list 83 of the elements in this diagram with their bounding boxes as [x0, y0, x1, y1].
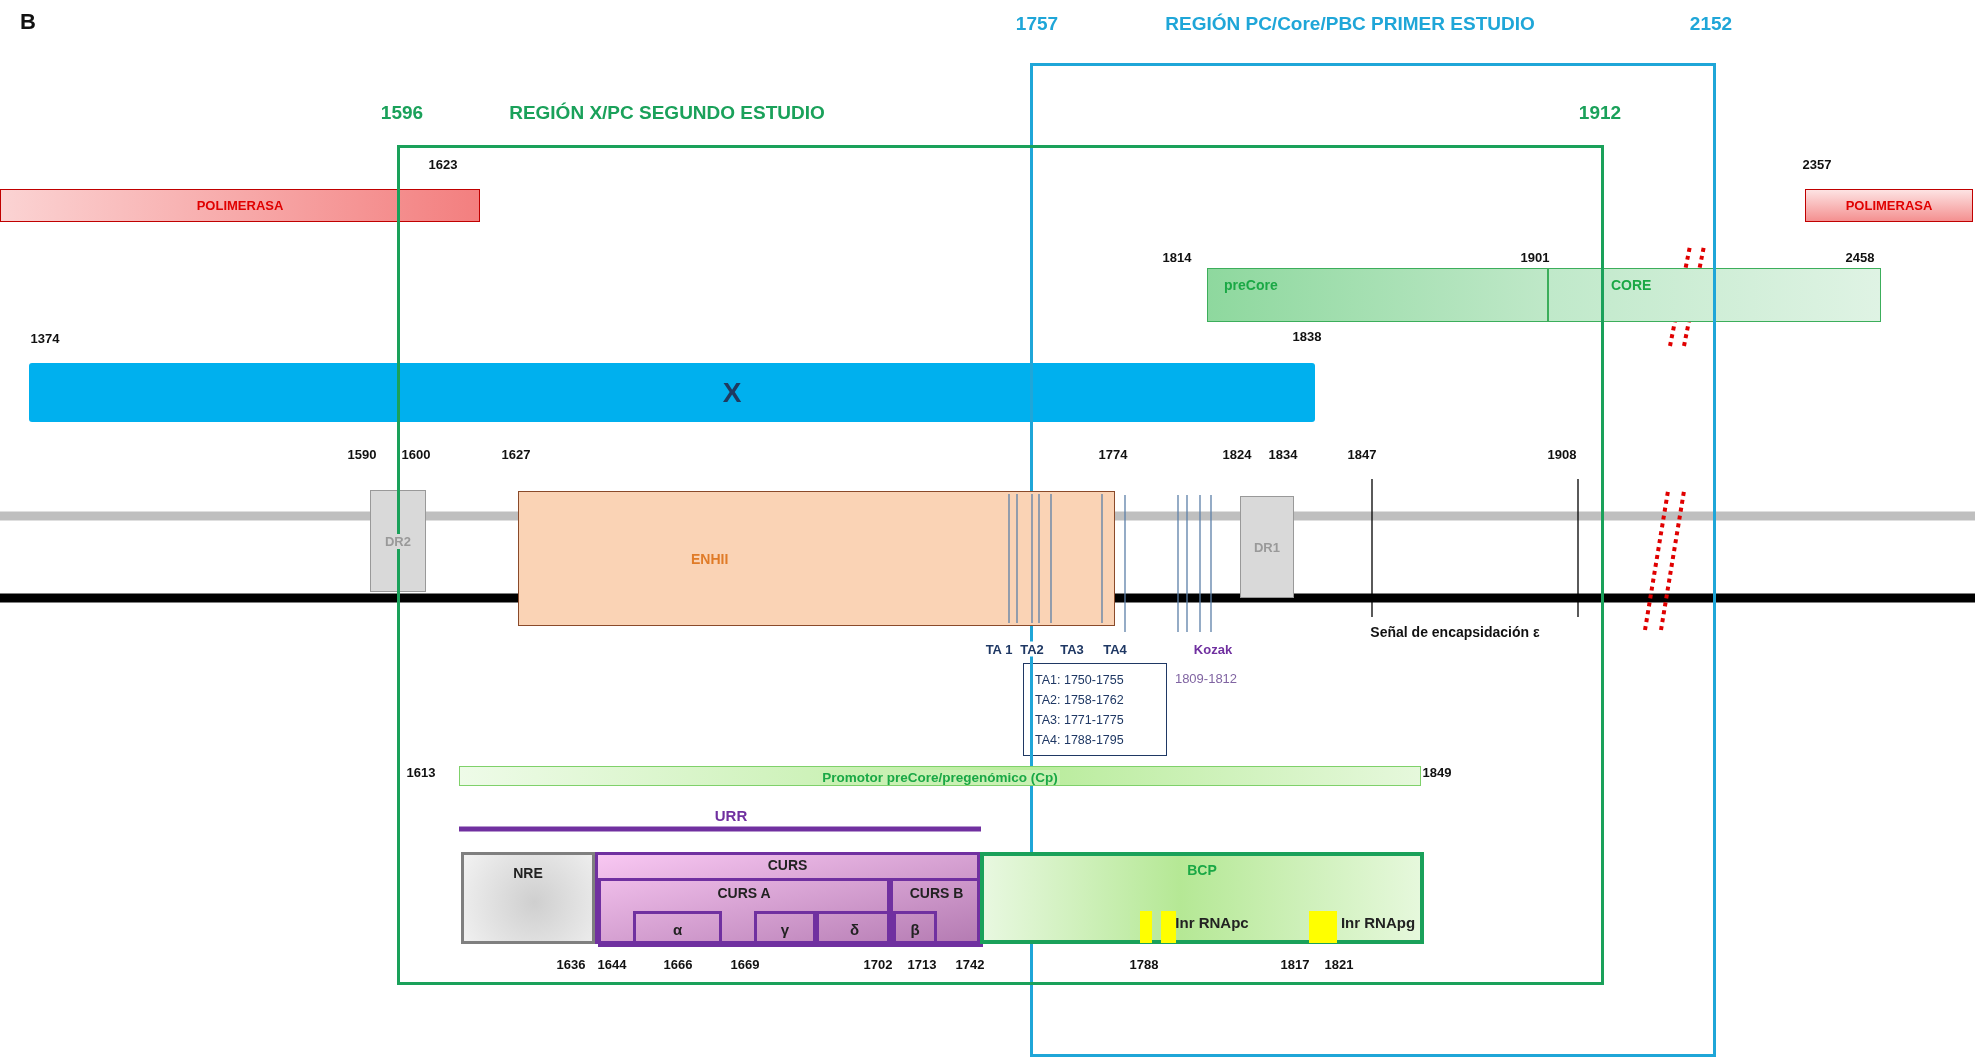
region-title: REGIÓN X/PC SEGUNDO ESTUDIO: [509, 102, 825, 124]
element-label: BCP: [1187, 862, 1217, 878]
position-number: 1644: [597, 956, 627, 972]
element-label: NRE: [513, 865, 543, 881]
element-label: POLIMERASA: [196, 198, 284, 213]
range-text: TA2: 1758-1762: [1035, 691, 1124, 709]
site-label: TA4: [1103, 641, 1127, 657]
position-number: 1713: [907, 956, 937, 972]
gene-bar: [0, 189, 480, 222]
position-number: 1666: [663, 956, 693, 972]
site-label: TA2: [1020, 641, 1044, 657]
element-label: ENHII: [691, 550, 729, 567]
element-label: Inr RNApc: [1175, 913, 1249, 931]
enhancer-box: [518, 491, 1115, 626]
gene-bar: [1207, 268, 1548, 322]
element-label: β: [910, 920, 920, 938]
element-label: α: [672, 920, 683, 938]
element-label: CURS B: [909, 885, 964, 901]
position-number: 1757: [1015, 13, 1059, 35]
element-label: CURS: [767, 857, 808, 873]
position-number: 1788: [1129, 956, 1159, 972]
position-number: 1596: [380, 102, 424, 124]
element-label: γ: [780, 920, 790, 938]
position-number: 1636: [556, 956, 586, 972]
position-number: 1838: [1292, 328, 1322, 344]
gene-bar: [1805, 189, 1973, 222]
position-number: 1834: [1268, 446, 1298, 462]
gene-bar: [29, 363, 1315, 422]
element-label: Inr RNApg: [1340, 913, 1416, 931]
range-text: TA3: 1771-1775: [1035, 711, 1124, 729]
range-text: TA4: 1788-1795: [1035, 731, 1124, 749]
element-label: DR1: [1254, 539, 1280, 555]
element-box: [595, 852, 980, 944]
position-number: 1600: [401, 446, 431, 462]
position-number: 1912: [1578, 102, 1622, 124]
element-label: preCore: [1224, 277, 1278, 293]
position-number: 1742: [955, 956, 985, 972]
position-number: 1849: [1422, 764, 1452, 780]
element-label: POLIMERASA: [1845, 198, 1933, 213]
position-number: 1613: [406, 764, 436, 780]
repeat-box: [1240, 496, 1294, 598]
element-label: Promotor preCore/pregenómico (Cp): [820, 770, 1060, 785]
site-label: TA3: [1060, 641, 1084, 657]
position-number: 2152: [1689, 13, 1733, 35]
position-range: 1809-1812: [1174, 670, 1238, 686]
panel-letter: B: [20, 9, 36, 35]
element-box: [980, 852, 1424, 944]
position-number: 1702: [863, 956, 893, 972]
initiator-bar: [1309, 911, 1337, 943]
signal-label: Señal de encapsidación ε: [1370, 624, 1540, 640]
position-number: 1627: [501, 446, 531, 462]
promoter-bar: [459, 766, 1421, 786]
position-number: 1814: [1162, 249, 1192, 265]
region-title: REGIÓN PC/Core/PBC PRIMER ESTUDIO: [1165, 13, 1535, 35]
element-box: [598, 878, 890, 947]
initiator-bar: [1161, 911, 1176, 943]
position-number: 1669: [730, 956, 760, 972]
gene-bar: [1548, 268, 1881, 322]
position-number: 1908: [1547, 446, 1577, 462]
element-label: X: [722, 376, 742, 409]
region-label: URR: [714, 806, 748, 824]
position-number: 1824: [1222, 446, 1252, 462]
initiator-bar: [1140, 911, 1152, 943]
element-label: CURS A: [717, 885, 771, 901]
position-number: 1623: [428, 156, 458, 172]
position-number: 1590: [347, 446, 377, 462]
position-number: 1821: [1324, 956, 1354, 972]
element-label: DR2: [383, 533, 413, 549]
position-number: 1847: [1347, 446, 1377, 462]
position-number: 1774: [1098, 446, 1128, 462]
site-label: TA 1: [985, 641, 1013, 657]
position-number: 2458: [1845, 249, 1875, 265]
position-number: 1817: [1280, 956, 1310, 972]
position-number: 1374: [30, 330, 60, 346]
position-number: 1901: [1520, 249, 1550, 265]
range-text: TA1: 1750-1755: [1035, 671, 1124, 689]
position-number: 2357: [1802, 156, 1832, 172]
repeat-box: [370, 490, 426, 592]
legend-box: [1023, 663, 1167, 756]
element-label: CORE: [1611, 277, 1652, 293]
element-box: [461, 852, 595, 944]
element-label: δ: [849, 920, 860, 938]
site-label: Kozak: [1193, 641, 1233, 657]
